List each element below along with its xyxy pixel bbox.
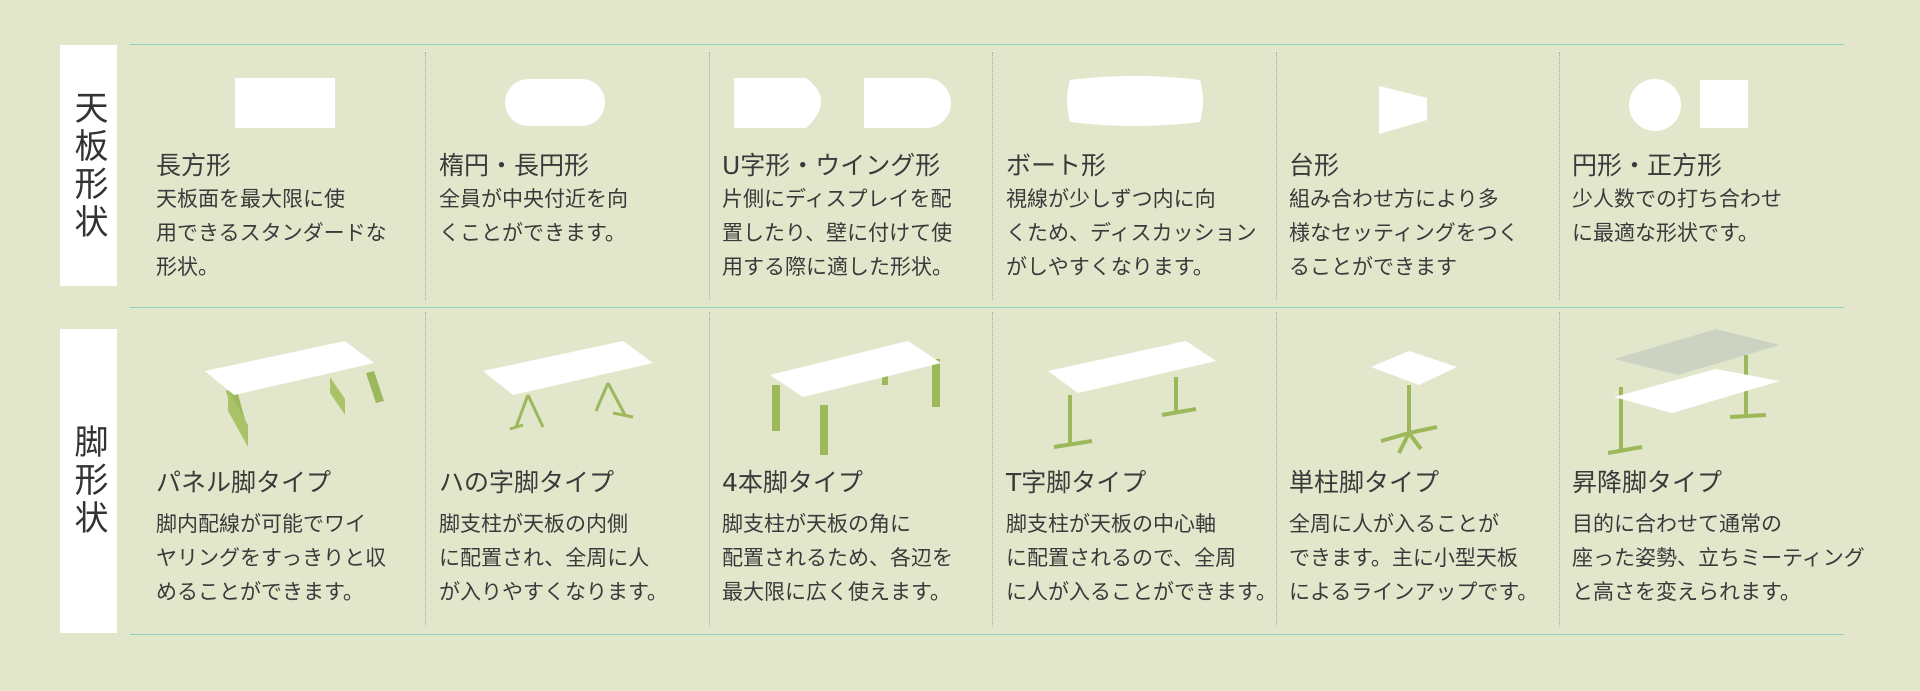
description-line: ヤリングをすっきりと収: [156, 546, 387, 570]
description-line: できます。主に小型天板: [1289, 546, 1518, 570]
item-title: ハの字脚タイプ: [439, 468, 615, 497]
leg-shape-h: ハの字脚タイプ 脚支柱が天板の内側 に配置され、全周に人 が入りやすくなります。: [413, 315, 696, 630]
item-title: 台形: [1289, 151, 1340, 180]
middle-rule: [130, 307, 1844, 308]
top-shape-oval: 楕円・長円形 全員が中央付近を向 くことができます。: [413, 50, 696, 300]
description-line: くことができます。: [439, 221, 626, 245]
description-line: くため、ディスカッション: [1006, 221, 1257, 245]
leg-shape-t: T字脚タイプ 脚支柱が天板の中心軸 に配置されるので、全周 に人が入ることができ…: [980, 315, 1277, 630]
description-line: 視線が少しずつ内に向: [1006, 187, 1216, 211]
column-divider: [709, 52, 710, 300]
top-shape-u-wing: U字形・ウイング形 片側にディスプレイを配 置したり、壁に付けて使 用する際に適…: [696, 50, 979, 300]
description-line: 組み合わせ方により多: [1289, 187, 1499, 211]
leg-shape-four: 4本脚タイプ 脚支柱が天板の角に 配置されるため、各辺を 最大限に広く使えます。: [696, 315, 979, 630]
column-divider: [1559, 52, 1560, 300]
description-line: によるラインアップです。: [1289, 580, 1539, 604]
top-shape-boat: ボート形 視線が少しずつ内に向 くため、ディスカッション がしやすくなります。: [980, 50, 1263, 300]
trapezoid-top-icon: [1379, 86, 1427, 134]
description-line: ることができます: [1289, 255, 1457, 279]
item-title: U字形・ウイング形: [722, 151, 941, 180]
item-title: 4本脚タイプ: [722, 468, 863, 497]
description-line: に人が入ることができます。: [1006, 580, 1277, 604]
top-shape-label-text: 天板形状: [68, 89, 108, 242]
description-line: がしやすくなります。: [1006, 255, 1214, 279]
column-divider: [992, 52, 993, 300]
item-description: 脚支柱が天板の内側 に配置され、全周に人 が入りやすくなります。: [439, 507, 709, 609]
column-divider: [1559, 312, 1560, 626]
item-description: 目的に合わせて通常の 座った姿勢、立ちミーティング と高さを変えられます。: [1572, 507, 1865, 609]
item-description: 脚支柱が天板の角に 配置されるため、各辺を 最大限に広く使えます。: [722, 507, 992, 609]
item-title: 単柱脚タイプ: [1289, 468, 1440, 497]
item-description: 全周に人が入ることが できます。主に小型天板 によるラインアップです。: [1289, 507, 1559, 609]
h-leg-table-icon: [483, 341, 653, 431]
description-line: 脚支柱が天板の内側: [439, 512, 628, 536]
description-line: めることができます。: [156, 580, 364, 604]
description-line: に最適な形状です。: [1572, 221, 1759, 245]
leg-shape-pedestal: 単柱脚タイプ 全周に人が入ることが できます。主に小型天板 によるラインアップで…: [1263, 315, 1546, 630]
pedestal-leg-table-icon: [1371, 351, 1457, 454]
item-title: 楕円・長円形: [439, 151, 590, 180]
item-description: 視線が少しずつ内に向 くため、ディスカッション がしやすくなります。: [1006, 182, 1276, 284]
column-divider: [992, 312, 993, 626]
description-line: 座った姿勢、立ちミーティング: [1572, 546, 1865, 570]
description-line: 形状。: [156, 255, 219, 279]
item-description: 脚内配線が可能でワイ ヤリングをすっきりと収 めることができます。: [156, 507, 426, 609]
description-line: 片側にディスプレイを配: [722, 187, 952, 211]
description-line: 配置されるため、各辺を: [722, 546, 953, 570]
leg-shape-panel: パネル脚タイプ 脚内配線が可能でワイ ヤリングをすっきりと収 めることができます…: [130, 315, 413, 630]
u-wing-top-icon: [734, 78, 951, 128]
four-leg-table-icon: [770, 341, 941, 455]
description-line: 天板面を最大限に使: [156, 187, 345, 211]
column-divider: [425, 312, 426, 626]
rectangle-top-icon: [235, 78, 335, 128]
description-line: 少人数での打ち合わせ: [1572, 187, 1782, 211]
description-line: 様なセッティングをつく: [1289, 221, 1519, 245]
description-line: が入りやすくなります。: [439, 580, 668, 604]
circle-square-top-icon: [1629, 79, 1748, 131]
column-divider: [1276, 312, 1277, 626]
item-description: 少人数での打ち合わせ に最適な形状です。: [1572, 182, 1842, 250]
description-line: に配置されるので、全周: [1006, 546, 1237, 570]
description-line: 脚支柱が天板の中心軸: [1006, 512, 1216, 536]
item-title: 長方形: [156, 151, 232, 180]
bottom-rule: [130, 634, 1844, 635]
leg-shape-label-text: 脚形状: [68, 424, 108, 538]
leg-shape-lift: 昇降脚タイプ 目的に合わせて通常の 座った姿勢、立ちミーティング と高さを変えら…: [1546, 315, 1865, 630]
item-description: 片側にディスプレイを配 置したり、壁に付けて使 用する際に適した形状。: [722, 182, 992, 284]
description-line: 脚内配線が可能でワイ: [156, 512, 366, 536]
description-line: 全周に人が入ることが: [1289, 512, 1499, 536]
top-shape-row-label: 天板形状: [60, 45, 117, 286]
item-title: 円形・正方形: [1572, 151, 1723, 180]
t-leg-table-icon: [1048, 341, 1216, 449]
item-description: 脚支柱が天板の中心軸 に配置されるので、全周 に人が入ることができます。: [1006, 507, 1277, 609]
leg-shape-row-label: 脚形状: [60, 329, 117, 633]
description-line: 目的に合わせて通常の: [1572, 512, 1782, 536]
column-divider: [425, 52, 426, 300]
description-line: 用する際に適した形状。: [722, 255, 953, 279]
top-shape-circle-square: 円形・正方形 少人数での打ち合わせ に最適な形状です。: [1546, 50, 1829, 300]
description-line: 最大限に広く使えます。: [722, 580, 951, 604]
description-line: 脚支柱が天板の角に: [722, 512, 911, 536]
item-title: ボート形: [1006, 151, 1107, 180]
item-title: T字脚タイプ: [1006, 468, 1147, 497]
column-divider: [1276, 52, 1277, 300]
column-divider: [709, 312, 710, 626]
item-description: 全員が中央付近を向 くことができます。: [439, 182, 709, 250]
panel-leg-table-icon: [205, 341, 384, 447]
top-rule: [130, 44, 1844, 45]
top-shape-trapezoid: 台形 組み合わせ方により多 様なセッティングをつく ることができます: [1263, 50, 1546, 300]
item-title: パネル脚タイプ: [156, 468, 332, 497]
top-shape-rectangle: 長方形 天板面を最大限に使 用できるスタンダードな 形状。: [130, 50, 413, 300]
boat-top-icon: [1067, 76, 1203, 126]
lift-leg-table-icon: [1607, 329, 1780, 455]
description-line: と高さを変えられます。: [1572, 580, 1801, 604]
item-title: 昇降脚タイプ: [1572, 468, 1723, 497]
description-line: 全員が中央付近を向: [439, 187, 628, 211]
description-line: 用できるスタンダードな: [156, 221, 387, 245]
item-description: 天板面を最大限に使 用できるスタンダードな 形状。: [156, 182, 426, 284]
item-description: 組み合わせ方により多 様なセッティングをつく ることができます: [1289, 182, 1559, 284]
description-line: に配置され、全周に人: [439, 546, 650, 570]
oval-top-icon: [505, 79, 605, 126]
description-line: 置したり、壁に付けて使: [722, 221, 953, 245]
